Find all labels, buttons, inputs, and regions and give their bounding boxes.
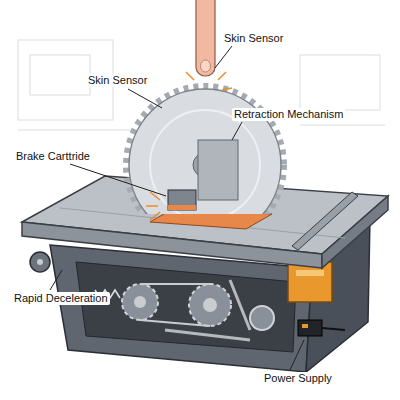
cutaway-interior — [76, 262, 296, 352]
spark — [218, 72, 226, 80]
motor-vent — [296, 270, 324, 276]
gear — [122, 284, 158, 320]
leader-line — [290, 340, 304, 370]
saw-base-front — [50, 245, 312, 372]
leader-line — [70, 164, 166, 196]
leader-line — [128, 89, 162, 108]
motor-housing — [288, 262, 332, 302]
rip-fence — [292, 192, 358, 250]
blade-shine — [150, 110, 260, 214]
callout-label: Retraction Mechanism — [232, 108, 345, 121]
callout-label: Skin Sensor — [222, 32, 285, 45]
saw-blade — [126, 86, 284, 214]
blade-teeth — [126, 86, 284, 214]
pulley — [250, 306, 274, 330]
sparks — [146, 72, 232, 220]
callout-label: Power Supply — [262, 372, 334, 385]
spark — [146, 205, 158, 207]
callout-label: Rapid Deceleration — [12, 292, 110, 305]
leader-lines — [50, 46, 304, 370]
sketch-line — [18, 130, 140, 131]
fingernail — [201, 60, 211, 72]
callout-label-holder: Rapid Deceleration — [12, 292, 110, 305]
callout-label-holder: Brake Carttride — [14, 150, 92, 163]
sketch-line — [300, 125, 385, 126]
linkage-arm — [165, 330, 250, 340]
callout-label: Skin Sensor — [86, 74, 149, 87]
drive-mechanism — [95, 280, 274, 340]
power-cable — [322, 328, 345, 330]
drive-belt — [140, 283, 210, 285]
power-supply-box — [298, 320, 322, 336]
sketch-outline — [30, 55, 90, 95]
callout-label: Brake Carttride — [14, 150, 92, 163]
gear — [189, 284, 231, 326]
callout-label-holder: Retraction Mechanism — [232, 108, 345, 121]
table-side-edge — [322, 196, 388, 268]
linkage-arm — [230, 280, 250, 330]
spark — [150, 212, 160, 220]
table-front-edge — [22, 222, 322, 268]
callout-label-holder: Skin Sensor — [86, 74, 149, 87]
finger — [196, 0, 215, 76]
sketch-outline — [300, 55, 380, 110]
spark — [186, 72, 194, 80]
callout-label-holder: Skin Sensor — [222, 32, 285, 45]
brake-cartridge — [168, 190, 196, 210]
drive-belt — [140, 320, 210, 326]
gear-hub — [203, 298, 217, 312]
callout-label-holder: Power Supply — [262, 372, 334, 385]
brake-pawl — [168, 205, 196, 210]
power-indicator — [302, 324, 308, 328]
handwheel-hub — [37, 259, 43, 265]
spark — [222, 88, 232, 90]
retraction-bracket — [198, 140, 238, 200]
gear-hub — [134, 296, 146, 308]
leader-line — [50, 270, 62, 290]
leader-line — [215, 46, 232, 68]
handwheel — [30, 252, 50, 272]
leader-line — [232, 122, 242, 140]
